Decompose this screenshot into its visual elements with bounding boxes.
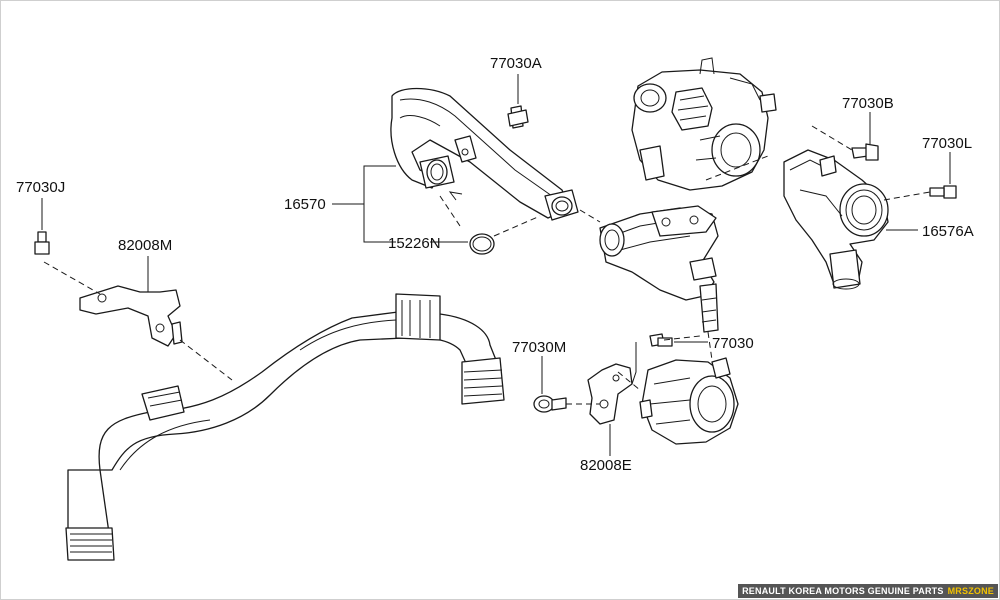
vacuum-pump[interactable] — [639, 357, 739, 445]
arrow-head — [448, 191, 463, 201]
banner-text: RENAULT KOREA MOTORS GENUINE PARTS — [742, 586, 944, 596]
label-82008M: 82008M — [118, 237, 172, 254]
bolt-77030[interactable] — [649, 333, 673, 347]
label-16576A: 16576A — [922, 223, 974, 240]
turbo-outlet-16576A[interactable] — [783, 149, 889, 290]
label-77030B: 77030B — [842, 95, 894, 112]
label-16570: 16570 — [284, 196, 326, 213]
bracket-82008M[interactable] — [79, 285, 183, 347]
label-77030J: 77030J — [16, 179, 65, 196]
banner-brand: MRSZONE — [947, 586, 994, 596]
intercooler-hose-16570[interactable] — [390, 87, 579, 221]
label-77030M: 77030M — [512, 339, 566, 356]
leader-lines — [41, 74, 951, 456]
turbocharger-assembly — [631, 57, 777, 191]
bolt-77030L[interactable] — [929, 185, 957, 199]
bolt-77030B[interactable] — [851, 143, 879, 161]
label-77030: 77030 — [712, 335, 754, 352]
label-82008E: 82008E — [580, 457, 632, 474]
bolt-77030A[interactable] — [507, 105, 529, 129]
bracket-82008E[interactable] — [587, 363, 633, 425]
label-77030L: 77030L — [922, 135, 972, 152]
throttle-body[interactable] — [599, 205, 719, 333]
label-15226N: 15226N — [388, 235, 441, 252]
coolant-hose-large[interactable] — [65, 293, 505, 561]
label-77030A: 77030A — [490, 55, 542, 72]
watermark-banner: RENAULT KOREA MOTORS GENUINE PARTS MRSZO… — [738, 584, 998, 598]
bolt-77030J[interactable] — [34, 231, 50, 255]
assembly-guide-lines — [43, 125, 931, 405]
bolt-77030M[interactable] — [533, 395, 567, 413]
o-ring-15226N[interactable] — [469, 233, 495, 255]
